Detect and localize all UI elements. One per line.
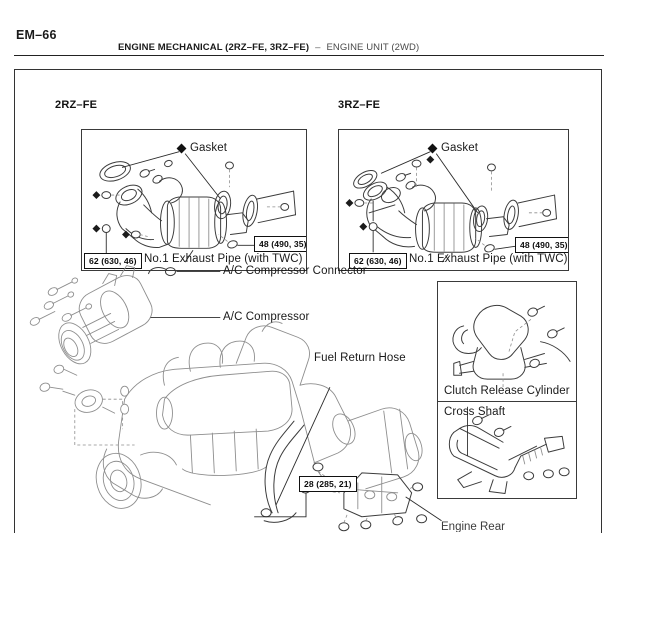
inset-divider xyxy=(438,401,576,403)
label-exhaust-pipe-3rz: No.1 Exhaust Pipe (with TWC) xyxy=(409,253,568,265)
torque-box-48-2rz: 48 (490, 35) xyxy=(254,236,306,252)
torque-box-62-3rz: 62 (630, 46) xyxy=(349,253,407,269)
header-subsection-label: ENGINE UNIT (2WD) xyxy=(326,42,420,53)
label-gasket-3rz: Gasket xyxy=(427,142,479,154)
figure-exhaust-3rz: Gasket 62 (630, 46) 48 (490, 35) No.1 Ex… xyxy=(338,129,569,271)
exhaust-3rz-artwork xyxy=(345,151,558,263)
gasket-diamond-icon xyxy=(427,143,438,154)
inset-artwork xyxy=(448,304,571,494)
gasket-diamond-icon xyxy=(176,143,187,154)
figure-exhaust-2rz: Gasket 62 (630, 46) 48 (490, 35) No.1 Ex… xyxy=(81,129,307,271)
panel-caption-2rz: 2RZ–FE xyxy=(55,99,98,111)
page-number: EM–66 xyxy=(16,28,57,42)
panel-caption-3rz: 3RZ–FE xyxy=(338,99,381,111)
header-separator: – xyxy=(315,42,321,53)
gasket-text-3rz: Gasket xyxy=(441,142,479,154)
label-gasket-2rz: Gasket xyxy=(176,142,228,154)
label-exhaust-pipe-2rz: No.1 Exhaust Pipe (with TWC) xyxy=(144,253,303,265)
gasket-text-2rz: Gasket xyxy=(190,142,228,154)
label-cross-shaft: Cross Shaft xyxy=(444,406,506,418)
label-ac-compressor: A/C Compressor xyxy=(223,311,310,323)
torque-box-62-2rz: 62 (630, 46) xyxy=(84,253,142,269)
label-ac-compressor-connector: A/C Compressor Connector xyxy=(223,265,367,277)
header-section-label: ENGINE MECHANICAL (2RZ–FE, 3RZ–FE) xyxy=(118,42,310,53)
label-fuel-return-hose: Fuel Return Hose xyxy=(314,352,406,364)
label-engine-rear: Engine Rear xyxy=(441,521,505,532)
header-divider-rule xyxy=(14,55,604,56)
torque-box-28: 28 (285, 21) xyxy=(299,476,357,492)
exhaust-2rz-artwork xyxy=(92,151,297,263)
torque-box-48-3rz: 48 (490, 35) xyxy=(515,237,568,253)
content-frame: 2RZ–FE xyxy=(14,69,602,533)
page-header-title: ENGINE MECHANICAL (2RZ–FE, 3RZ–FE)–ENGIN… xyxy=(118,42,419,53)
label-clutch-release-cylinder: Clutch Release Cylinder xyxy=(444,385,570,397)
inset-clutch-crossshaft: Clutch Release Cylinder Cross Shaft xyxy=(437,281,577,499)
